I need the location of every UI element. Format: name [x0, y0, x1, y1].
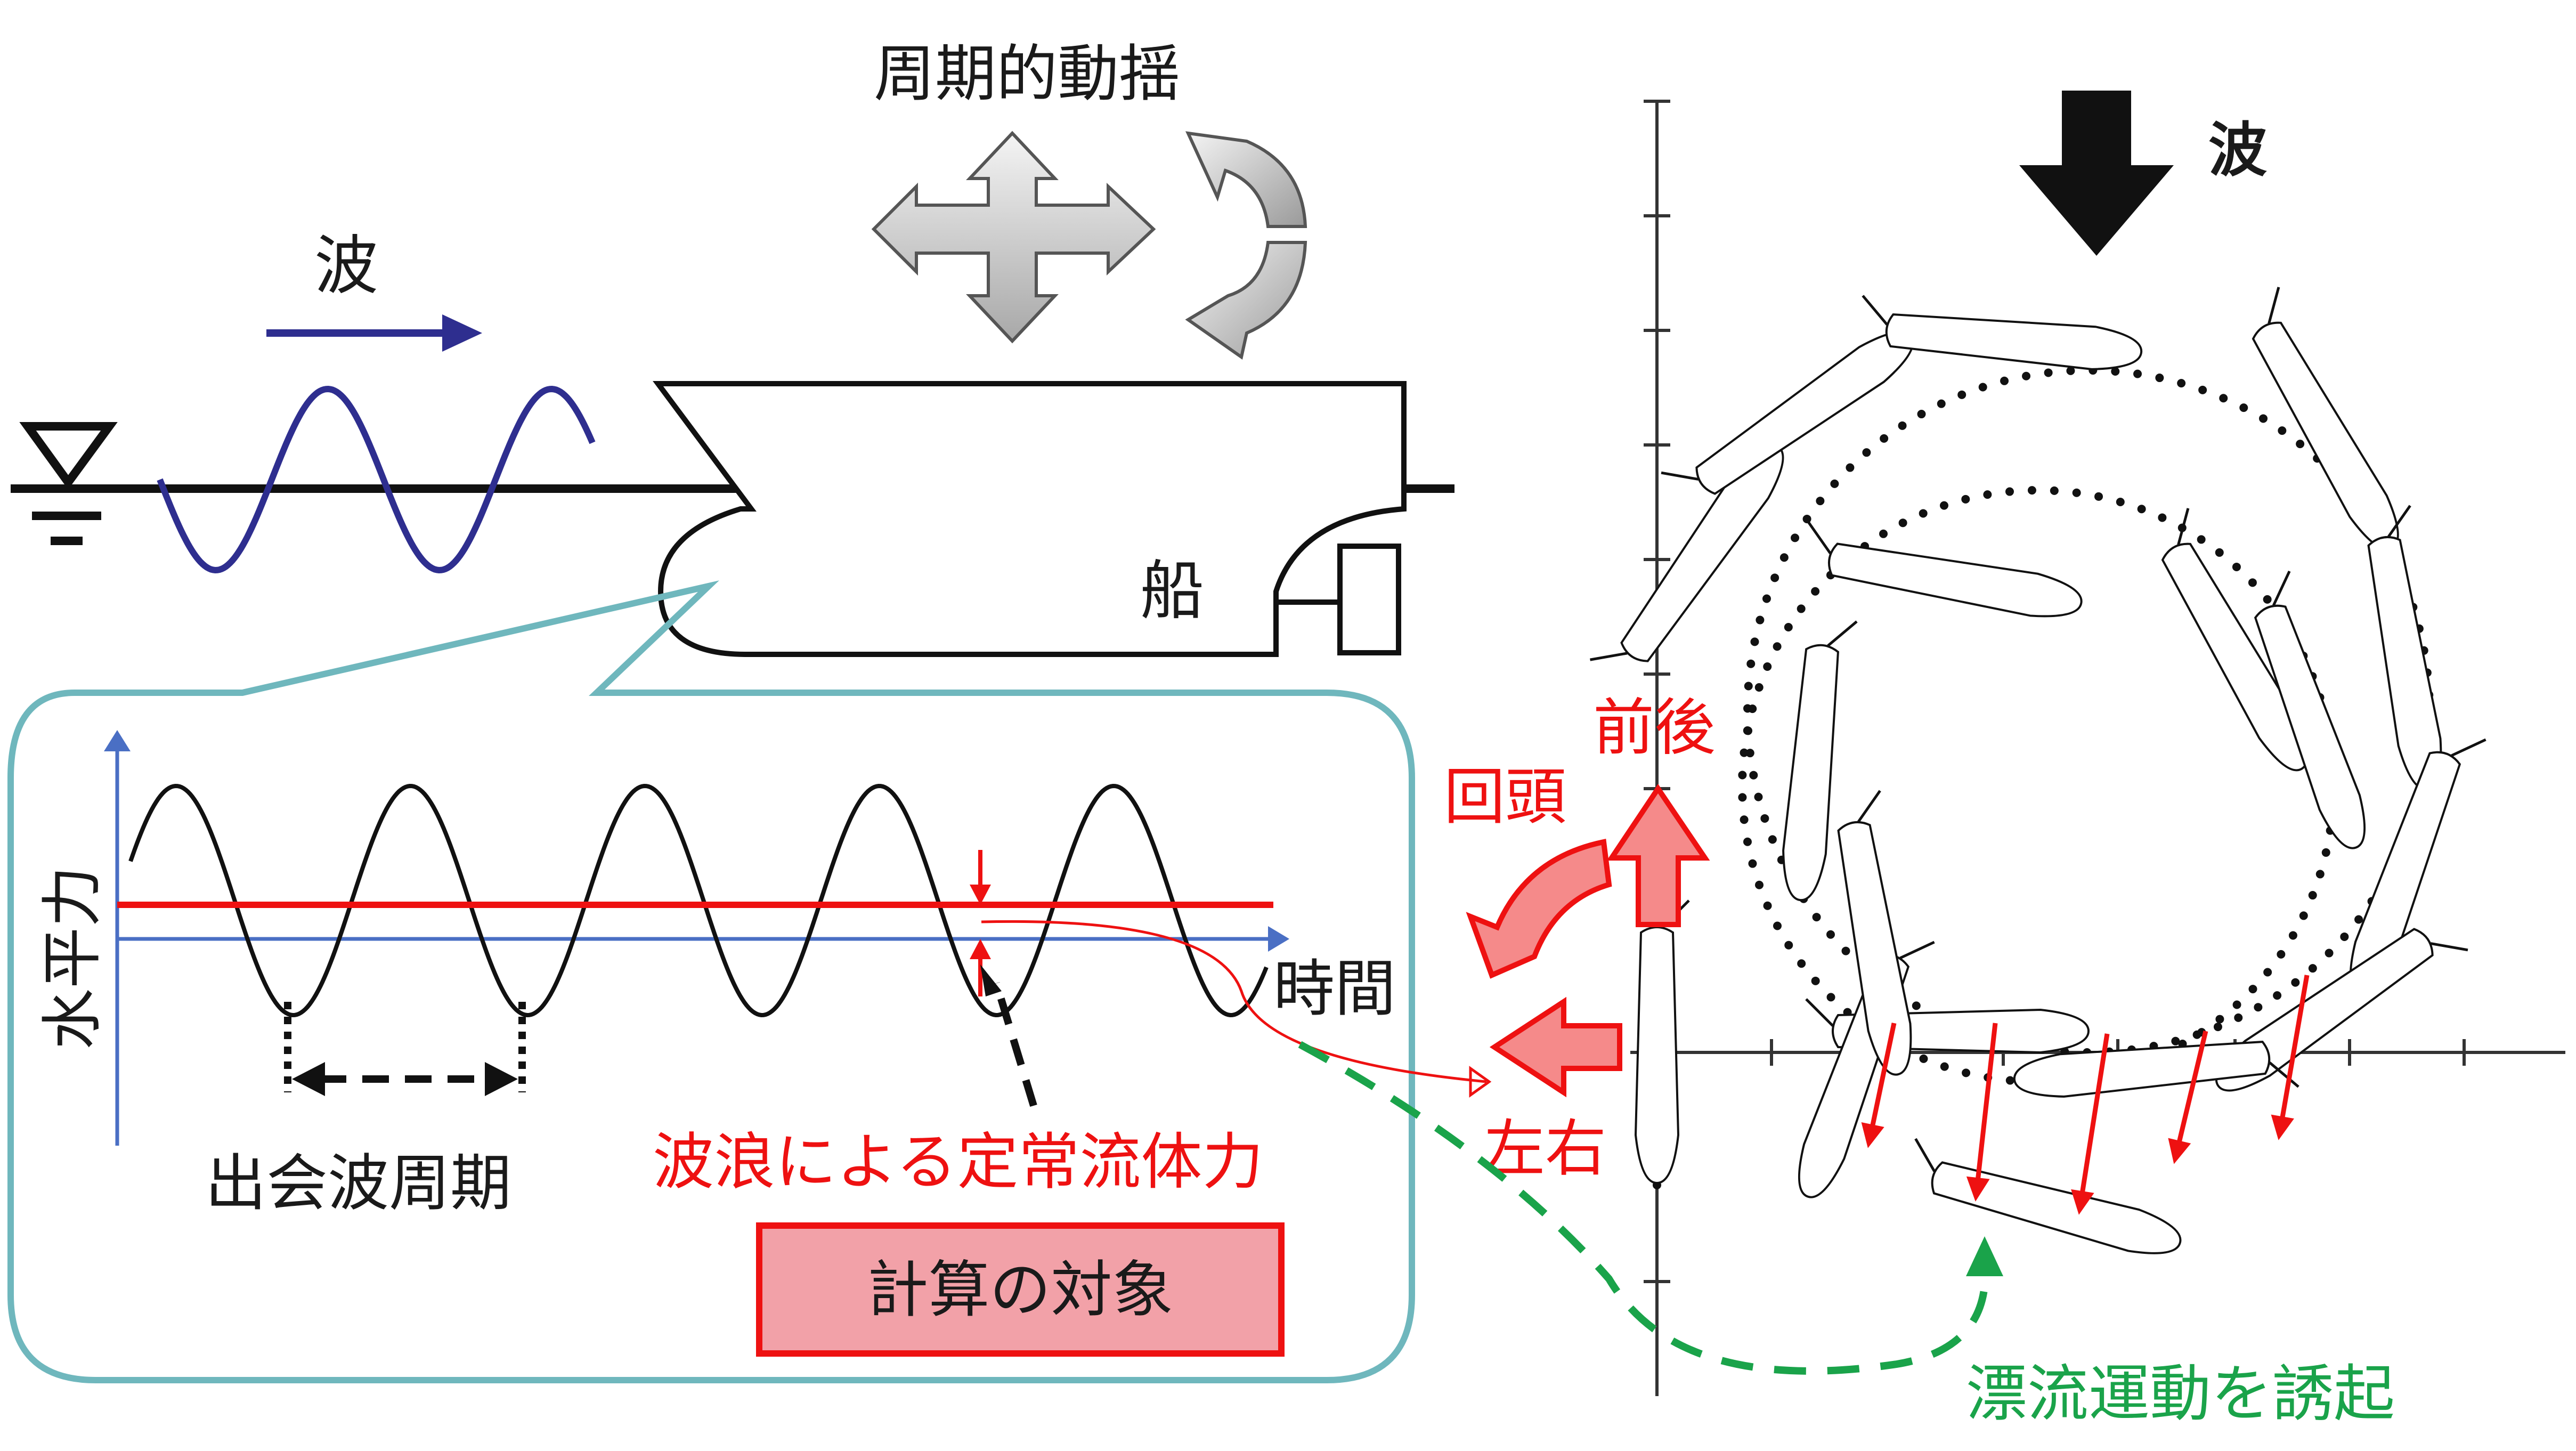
wave-label: 波 — [314, 229, 378, 303]
water-level-icon — [19, 422, 118, 545]
y-axis-label: 水平力 — [37, 866, 108, 1050]
ship-silhouette — [2367, 505, 2442, 791]
axis-ticks — [1644, 100, 2466, 1283]
wave-direction-arrow — [266, 314, 482, 352]
yaw-label: 回頭 — [1444, 761, 1566, 833]
traj-wave-label: 波 — [2208, 116, 2267, 184]
drift-arrow-head — [2271, 1114, 2294, 1140]
four-way-arrow-icon — [871, 131, 1156, 344]
ship-silhouette — [1590, 443, 1784, 662]
incoming-wave — [157, 385, 596, 574]
drift-induction-arrow — [1298, 1041, 1989, 1375]
motion-label: 周期的動揺 — [874, 38, 1180, 110]
sway-arrow — [1489, 996, 1622, 1098]
force-connector — [981, 920, 1487, 1083]
drift-label: 漂流運動を誘起 — [1966, 1358, 2395, 1430]
ship-silhouette — [2254, 570, 2366, 849]
ship-silhouette — [2013, 1041, 2299, 1098]
surge-label: 前後 — [1593, 692, 1716, 764]
ship-silhouette — [1862, 295, 2143, 370]
ship-silhouette — [1782, 620, 1858, 902]
steady-force-label: 波浪による定常流体力 — [653, 1126, 1264, 1198]
ship-silhouette — [2252, 287, 2399, 550]
target-box — [756, 1222, 1285, 1357]
callout-box — [7, 580, 1415, 1383]
sway-label: 左右 — [1484, 1113, 1606, 1185]
ship-hull — [653, 381, 1407, 657]
ship-silhouette — [1661, 331, 1914, 495]
drift-arrow-head — [1861, 1122, 1884, 1148]
period-label: 出会波周期 — [205, 1148, 511, 1219]
rotation-arrow-icon — [1185, 131, 1307, 360]
ship-silhouette — [2215, 928, 2468, 1092]
drift-trajectory-section: 波 前後 回頭 左右 漂流運動を誘起 — [1298, 91, 2565, 1430]
ship-silhouettes — [1590, 287, 2486, 1254]
drift-arrow-head — [2168, 1138, 2191, 1164]
drift-arrow-shaft — [1974, 1023, 1998, 1191]
force-graph: 水平力 時間 出会波周期 波浪による定常流体力 計算の対象 — [37, 730, 1492, 1357]
ship-silhouette — [1634, 899, 1690, 1185]
force-curve — [128, 783, 1269, 1018]
drift-arrow-shaft — [1867, 1023, 1897, 1138]
ship-silhouette — [1807, 522, 2083, 618]
ship-silhouette — [1914, 1138, 2182, 1254]
down-arrow-icon — [2019, 91, 2174, 256]
yaw-arrow — [1466, 839, 1612, 979]
drift-arrow-shaft — [2278, 975, 2310, 1130]
surge-arrow — [1606, 784, 1710, 927]
drift-arrow-head — [2071, 1189, 2094, 1215]
drift-arrow-head — [1966, 1176, 1990, 1202]
ship-wave-section: 波 周期的動揺 船 — [7, 38, 1492, 1383]
x-axis-label: 時間 — [1273, 953, 1396, 1025]
target-label: 計算の対象 — [867, 1254, 1173, 1326]
drift-arrow-shaft — [2174, 1030, 2208, 1155]
ship-label: 船 — [1140, 554, 1204, 628]
drift-arrow-shaft — [2078, 1033, 2110, 1205]
drift-arrows — [1861, 975, 2310, 1215]
